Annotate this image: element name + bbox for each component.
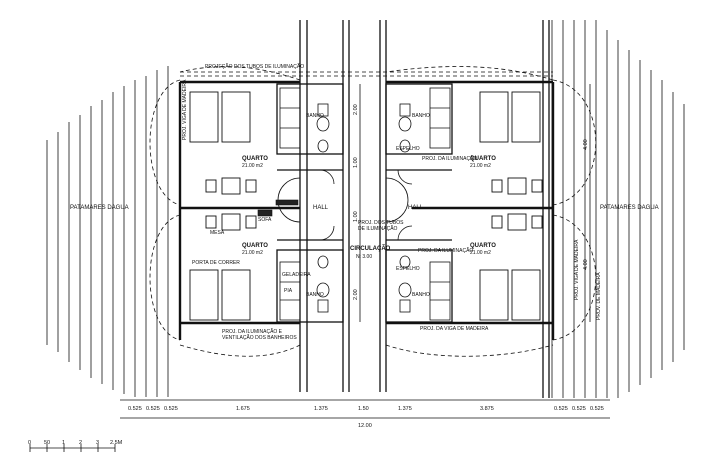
beds — [189, 91, 541, 321]
banho-label-tl: BANHO — [306, 113, 324, 119]
geladeira-label: GELADEIRA — [282, 272, 311, 278]
dim-bottom-7: 1.375 — [398, 406, 412, 412]
scale-2: 2 — [79, 440, 82, 446]
room-name-bottom-right: QUARTO — [470, 243, 496, 249]
room-area-bottom-right: 21.00 m2 — [470, 250, 491, 256]
closets — [279, 87, 451, 321]
scale-0: 0 — [28, 440, 31, 446]
room-area-top-right: 21.00 m2 — [470, 163, 491, 169]
circulacao-label: CIRCULAÇÃO — [350, 245, 391, 252]
dim-v-mid-top: 1.00 — [353, 157, 359, 168]
projecao-bottom-label-1: PROJ. DA ILUMINAÇÃO E — [222, 328, 283, 335]
hall-door-swings — [277, 169, 413, 241]
bathroom-fixtures — [316, 103, 412, 313]
dim-bottom-1: 0.525 — [128, 406, 142, 412]
projecao-bottom-label-2: VENTILAÇÃO DOS BANHEIROS — [222, 334, 297, 341]
proj-tubos-label-2: DE ILUMINAÇÃO — [358, 225, 398, 232]
room-name-top-left: QUARTO — [242, 156, 268, 162]
banho-label-br: BANHO — [412, 292, 430, 298]
banho-label-tr: BANHO — [412, 113, 430, 119]
scale-unit: 2.5M — [110, 440, 123, 446]
dim-bottom-6: 1.50 — [358, 406, 369, 412]
scale-bar: 0 50 1 2 3 2.5M — [28, 440, 123, 446]
projecao-top-label: PROJEÇÃO DOS TUBOS DE ILUMINAÇÃO — [205, 63, 304, 70]
prov-right-label: PROV. DE MADEIRA — [596, 272, 602, 320]
sofa-label: SOFA — [258, 217, 272, 223]
espelho-label-bottom: ESPELHO — [396, 266, 420, 272]
proj-viga-label: PROJ. VIGA DE MADEIRA — [182, 79, 188, 140]
scale-1: 1 — [62, 440, 65, 446]
espelho-label-top: ESPELHO — [396, 146, 420, 152]
dim-v-right-top: 4.00 — [583, 139, 589, 150]
proj-ilum-top-right: PROJ. DA ILUMINAÇÃO — [422, 155, 477, 162]
pia-label: PIA — [284, 288, 293, 294]
dim-bottom-5: 1.375 — [314, 406, 328, 412]
circulacao-level: N: 3.00 — [356, 254, 372, 260]
tables-chairs — [205, 177, 543, 231]
dims-bottom: 0.525 0.525 0.525 1.675 1.375 1.50 1.375… — [128, 406, 604, 429]
scale-50: 50 — [44, 440, 50, 446]
dimension-lines — [29, 84, 610, 452]
dim-bottom-10: 0.525 — [572, 406, 586, 412]
dim-bottom-4: 1.675 — [236, 406, 250, 412]
dim-bottom-9: 0.525 — [554, 406, 568, 412]
dim-v-top: 2.00 — [353, 104, 359, 115]
proj-viga-bottom-right: PROJ. DA VIGA DE MADEIRA — [420, 326, 489, 332]
dim-v-bottom: 2.00 — [353, 289, 359, 300]
scale-3: 3 — [96, 440, 99, 446]
dim-v-right-bottom: 4.00 — [583, 259, 589, 270]
building-walls — [178, 80, 555, 340]
room-area-top-left: 21.00 m2 — [242, 163, 263, 169]
banho-label-bl: BANHO — [306, 292, 324, 298]
proj-ilum-bottom-right: PROJ. DA ILUMINAÇÃO — [418, 247, 473, 254]
dim-v-mid-bottom: 1.00 — [353, 211, 359, 222]
room-name-bottom-left: QUARTO — [242, 243, 268, 249]
patamares-right-label: PATAMARES DAGUA — [600, 205, 659, 211]
hall-label-left: HALL — [313, 205, 329, 211]
bathroom-walls — [276, 83, 453, 323]
porta-correr-label: PORTA DE CORRER — [192, 260, 240, 266]
dim-bottom-2: 0.525 — [146, 406, 160, 412]
room-name-top-right: QUARTO — [470, 156, 496, 162]
patamares-left-label: PATAMARES DAGUA — [70, 205, 129, 211]
patamares-left-lines — [46, 66, 169, 397]
dim-total: 12.00 — [358, 423, 372, 429]
room-area-bottom-left: 21.00 m2 — [242, 250, 263, 256]
proj-viga-right-label: PROJ. VIGA DE MADEIRA — [574, 239, 580, 300]
dashed-arcs — [149, 66, 596, 357]
mesa-label: MESA — [210, 230, 225, 236]
proj-tubos-label-1: PROJ. DOS TUBOS — [358, 220, 404, 226]
dim-bottom-11: 0.525 — [590, 406, 604, 412]
dim-bottom-8: 3.875 — [480, 406, 494, 412]
hall-label-right: HALL — [408, 205, 424, 211]
dim-bottom-3: 0.525 — [164, 406, 178, 412]
